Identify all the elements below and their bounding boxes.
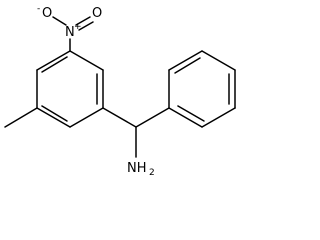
amine-subscript: 2	[149, 168, 155, 178]
ring-a-double-3	[41, 56, 68, 73]
ring-b-bond-3	[201, 50, 236, 71]
ring-b	[168, 50, 236, 128]
methyl-bond	[4, 107, 38, 128]
ring-a-bond-4	[36, 107, 71, 128]
ring-b-bond-6	[168, 107, 203, 128]
ch-to-ring-b-bond	[135, 107, 170, 128]
nitro-o-double-bond-2	[78, 21, 94, 31]
nitro-o-single-bond	[52, 16, 67, 26]
ring-a	[36, 50, 104, 128]
amine-label: NH	[127, 161, 147, 176]
nitro-o-double-bond-1	[75, 16, 91, 26]
nitro-oxygen-charge: -	[37, 4, 40, 14]
ring-b-double-3	[177, 105, 205, 122]
ring-b-bond-2	[168, 50, 203, 71]
ring-b-bond-5	[201, 107, 236, 128]
nitro-nitrogen-label: N	[65, 25, 75, 40]
nitro-oxygen-double-label: O	[92, 6, 102, 21]
nitro-nitrogen-charge: +	[74, 22, 82, 32]
structure-diagram: N + O - O NH 2	[4, 4, 236, 178]
ring-a-bond-3	[69, 107, 104, 128]
nitro-oxygen-single-label: O	[42, 6, 52, 21]
ring-a-bond-6	[36, 50, 71, 71]
ring-a-bond-1	[69, 50, 104, 71]
ring-b-double-1	[174, 57, 201, 74]
ring-a-double-2	[41, 105, 68, 122]
ring-a-to-ch-bond	[102, 107, 137, 128]
